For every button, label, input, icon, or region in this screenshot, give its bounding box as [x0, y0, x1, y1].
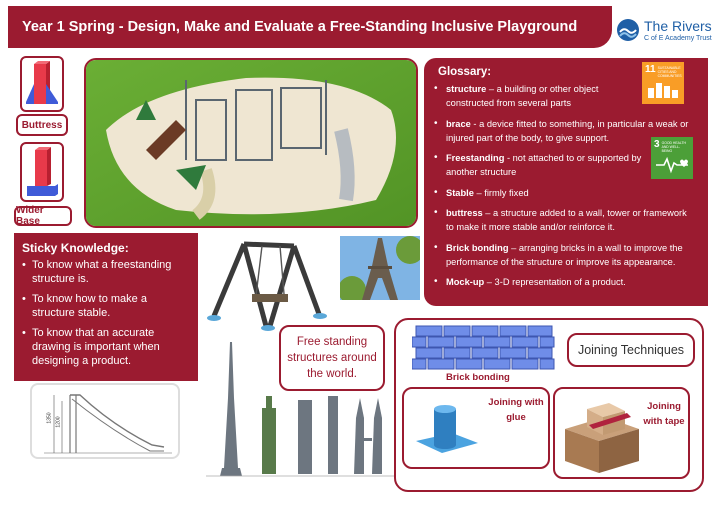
playground-illustration [86, 60, 416, 226]
eiffel-tower-illustration [340, 236, 420, 300]
tape-card: Joining with tape [553, 387, 690, 479]
sticky-item: To know what a freestanding structure is… [22, 258, 190, 286]
slide-dimension-2: 1200 [55, 416, 62, 428]
glossary-item: Freestanding - not attached to or suppor… [434, 151, 646, 180]
page-title: Year 1 Spring - Design, Make and Evaluat… [22, 19, 578, 35]
brick-bonding-label: Brick bonding [446, 372, 510, 383]
glossary-item: structure – a building or other object c… [434, 82, 646, 111]
wider-base-illustration [27, 147, 58, 196]
swing-illustration [207, 241, 327, 331]
logo-name: The Rivers [644, 17, 712, 34]
glossary-item: buttress – a structure added to a wall, … [434, 206, 689, 235]
glue-joint-illustration [416, 405, 478, 453]
rivers-logo-icon [617, 19, 639, 41]
glossary-item: Mock-up – 3-D representation of a produc… [434, 275, 689, 290]
logo-subtitle: C of E Academy Trust [644, 34, 712, 42]
slide-drawing [44, 394, 172, 454]
eiffel-tower-photo [340, 236, 420, 300]
sticky-item: To know how to make a structure stable. [22, 292, 190, 320]
slide-dimension-1: 1350 [46, 412, 53, 424]
glossary-item: brace - a device fitted to something, in… [434, 117, 689, 146]
playground-image [84, 58, 418, 228]
buttress-illustration [26, 61, 58, 104]
glossary-title: Glossary: [438, 66, 492, 78]
glossary-list: structure – a building or other object c… [434, 82, 698, 290]
wider-base-label: Wider Base [14, 205, 72, 227]
page-title-bar: Year 1 Spring - Design, Make and Evaluat… [8, 6, 612, 48]
glossary-item: Stable – firmly fixed [434, 186, 689, 201]
skyscrapers-illustration [206, 342, 398, 477]
tape-label: Joining with tape [643, 401, 685, 427]
free-standing-callout: Free standing structures around the worl… [279, 325, 385, 391]
city-icon [648, 83, 678, 98]
glue-card: Joining with glue [402, 387, 550, 469]
sticky-knowledge-panel: Sticky Knowledge: To know what a freesta… [14, 233, 198, 381]
sdg11-number: 11 [645, 64, 656, 75]
sdg3-text: GOOD HEALTH AND WELL-BEING [661, 141, 686, 153]
sdg3-number: 3 [654, 139, 660, 150]
glossary-panel: Glossary: structure – a building or othe… [424, 58, 708, 306]
sticky-item: To know that an accurate drawing is impo… [22, 326, 190, 368]
trust-logo: The Rivers C of E Academy Trust [616, 10, 712, 50]
brick-wall-illustration [412, 325, 555, 370]
buttress-label: Buttress [16, 114, 68, 136]
glue-label: Joining with glue [488, 397, 544, 423]
sticky-title: Sticky Knowledge: [22, 241, 129, 255]
buttress-image-frame [20, 56, 64, 112]
sdg11-badge: 11 SUSTAINABLE CITIES AND COMMUNITIES [642, 62, 684, 104]
slide-diagram-frame: 1350 1200 [30, 383, 180, 459]
glossary-item: Brick bonding – arranging bricks in a wa… [434, 241, 689, 270]
tape-joint-illustration [565, 403, 639, 473]
sdg11-text: SUSTAINABLE CITIES AND COMMUNITIES [657, 66, 682, 78]
sdg3-badge: 3 GOOD HEALTH AND WELL-BEING [651, 137, 693, 179]
joining-techniques-title: Joining Techniques [567, 333, 695, 367]
wider-base-image-frame [20, 142, 64, 202]
heartbeat-icon [656, 156, 688, 174]
